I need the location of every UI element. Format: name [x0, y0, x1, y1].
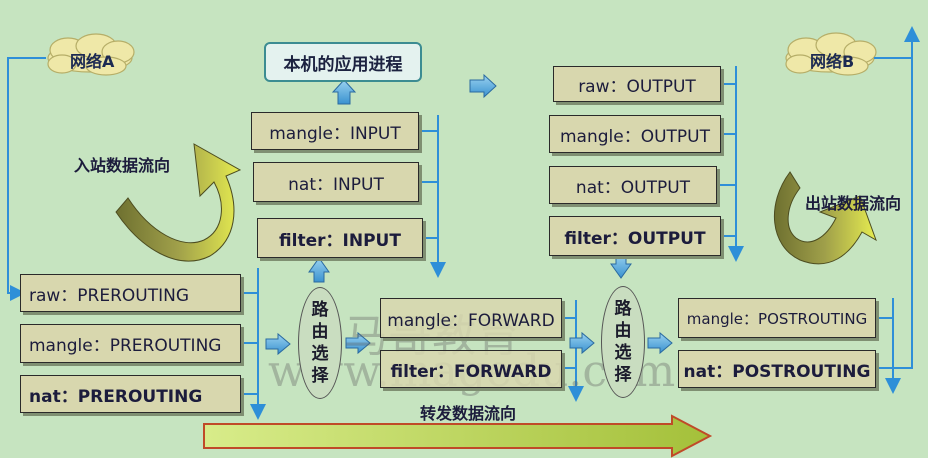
- routing-char: 由: [311, 322, 329, 342]
- nat-prerouting-label: nat：PREROUTING: [29, 386, 203, 407]
- cloud-network-b: [785, 32, 877, 76]
- routing-char: 路: [311, 300, 329, 320]
- mangle-input-box: mangle：INPUT: [251, 112, 419, 150]
- routing-char: 择: [311, 366, 329, 386]
- routing-char: 选: [614, 343, 632, 363]
- routing-char: 由: [614, 321, 632, 341]
- local-process-label: 本机的应用进程: [283, 54, 403, 75]
- raw-prerouting-label: raw：PREROUTING: [29, 285, 190, 306]
- nat-output-box: nat：OUTPUT: [549, 166, 717, 204]
- mangle-forward-label: mangle：FORWARD: [387, 310, 555, 331]
- network-b-label: 网络B: [810, 52, 855, 71]
- inbound-flow-arrow: [115, 143, 242, 262]
- filter-input-box: filter：INPUT: [257, 218, 423, 258]
- mangle-input-label: mangle：INPUT: [269, 123, 401, 144]
- mangle-postrouting-box: mangle：POSTROUTING: [678, 298, 876, 338]
- nat-prerouting-box: nat：PREROUTING: [20, 375, 241, 413]
- nat-postrouting-box: nat：POSTROUTING: [678, 350, 876, 388]
- nat-input-label: nat：INPUT: [288, 174, 384, 195]
- outbound-flow-arrow: [773, 171, 877, 265]
- raw-output-box: raw：OUTPUT: [553, 66, 721, 102]
- network-a-label: 网络A: [70, 52, 115, 71]
- mangle-prerouting-box: mangle：PREROUTING: [20, 324, 241, 363]
- forward-flow-label: 转发数据流向: [420, 404, 517, 423]
- inbound-flow-label: 入站数据流向: [74, 156, 171, 175]
- filter-output-box: filter：OUTPUT: [549, 216, 721, 256]
- routing-char: 择: [614, 365, 632, 385]
- forward-big-arrow: [203, 414, 713, 458]
- nat-input-box: nat：INPUT: [253, 162, 419, 202]
- filter-forward-label: filter：FORWARD: [390, 361, 552, 382]
- routing-decision-2: 路 由 选 择: [601, 286, 645, 398]
- mangle-postrouting-label: mangle：POSTROUTING: [686, 309, 868, 328]
- routing-char: 选: [311, 344, 329, 364]
- cloud-network-a: [47, 33, 135, 76]
- routing-decision-1: 路 由 选 择: [298, 287, 342, 399]
- filter-output-label: filter：OUTPUT: [564, 228, 706, 249]
- mangle-forward-box: mangle：FORWARD: [380, 298, 562, 338]
- nat-output-label: nat：OUTPUT: [575, 177, 691, 198]
- raw-prerouting-box: raw：PREROUTING: [20, 274, 241, 312]
- mangle-output-box: mangle：OUTPUT: [549, 115, 721, 153]
- routing-char: 路: [614, 299, 632, 319]
- outbound-flow-label: 出站数据流向: [805, 194, 902, 213]
- local-process-box: 本机的应用进程: [264, 42, 422, 82]
- mangle-prerouting-label: mangle：PREROUTING: [29, 336, 222, 356]
- nat-postrouting-label: nat：POSTROUTING: [683, 361, 871, 382]
- filter-input-label: filter：INPUT: [279, 230, 401, 251]
- filter-forward-box: filter：FORWARD: [380, 350, 562, 388]
- mangle-output-label: mangle：OUTPUT: [559, 126, 710, 147]
- raw-output-label: raw：OUTPUT: [578, 76, 696, 97]
